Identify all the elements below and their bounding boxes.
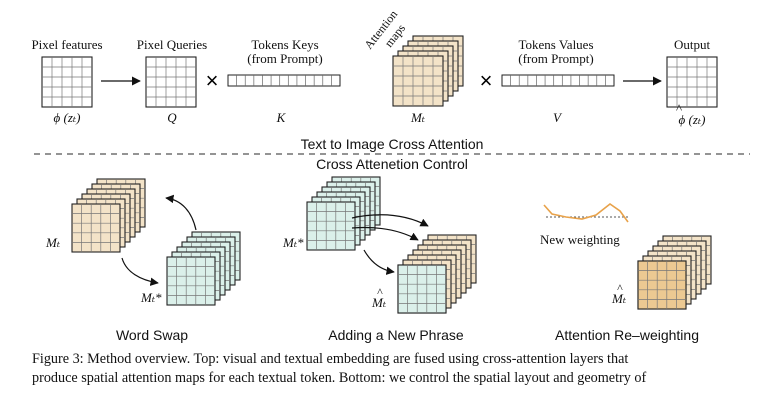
tokens-values-symbol: V bbox=[553, 110, 563, 125]
pixel-features-grid bbox=[41, 56, 93, 108]
new-phrase-source-stack bbox=[306, 176, 381, 251]
method-overview-diagram: Pixel features ϕ (zₜ) Pixel Queries Q × … bbox=[31, 7, 750, 343]
output-hat: ^ bbox=[676, 101, 682, 116]
new-phrase-mhat-hat: ^ bbox=[377, 285, 383, 299]
token-strip-frame bbox=[227, 74, 341, 87]
word-swap-target-stack bbox=[166, 231, 241, 306]
tokens-values-sublabel: (from Prompt) bbox=[518, 51, 593, 66]
tokens-values-label: Tokens Values bbox=[518, 37, 593, 52]
word-swap-source-stack bbox=[71, 178, 146, 253]
output-grid bbox=[666, 56, 718, 108]
tokens-keys-strip bbox=[227, 74, 341, 87]
output-label: Output bbox=[674, 37, 711, 52]
new-phrase-arrow-1 bbox=[351, 214, 429, 227]
grid-frame bbox=[41, 56, 93, 108]
word-swap-arrow-down bbox=[121, 257, 159, 286]
pixel-features-symbol: ϕ (zₜ) bbox=[54, 110, 81, 125]
grid-frame bbox=[637, 260, 687, 310]
caption-line-1: Figure 3: Method overview. Top: visual a… bbox=[32, 351, 629, 367]
reweight-mhat-hat: ^ bbox=[617, 281, 623, 295]
word-swap-title: Word Swap bbox=[116, 327, 188, 343]
pixel-queries-grid bbox=[145, 56, 197, 108]
figure-caption: Figure 3: Method overview. Top: visual a… bbox=[32, 350, 742, 388]
word-swap-mstar-label: Mₜ* bbox=[140, 290, 162, 305]
token-strip-frame bbox=[501, 74, 615, 87]
attention-map-layer bbox=[392, 55, 444, 107]
grid-frame bbox=[666, 56, 718, 108]
new-phrase-new-map bbox=[397, 264, 447, 314]
attention-map-layer bbox=[306, 201, 356, 251]
reweight-front-map bbox=[637, 260, 687, 310]
new-phrase-mhat-label: Mₜ bbox=[371, 295, 387, 310]
pixel-queries-label: Pixel Queries bbox=[137, 37, 207, 52]
attention-map-layer bbox=[166, 256, 216, 306]
pixel-queries-symbol: Q bbox=[167, 110, 177, 125]
grid-frame bbox=[145, 56, 197, 108]
grid-frame bbox=[166, 256, 216, 306]
pixel-features-label: Pixel features bbox=[31, 37, 102, 52]
grid-frame bbox=[306, 201, 356, 251]
multiply-symbol-1: × bbox=[206, 68, 219, 93]
caption-line-2: produce spatial attention maps for each … bbox=[32, 370, 647, 386]
reweight-label: New weighting bbox=[540, 232, 620, 247]
tokens-keys-sublabel: (from Prompt) bbox=[247, 51, 322, 66]
output-symbol: ϕ (zₜ) bbox=[679, 112, 706, 127]
reweight-curve bbox=[543, 203, 629, 223]
attention-map-layer bbox=[71, 203, 121, 253]
reweight-mhat-label: Mₜ bbox=[611, 291, 627, 306]
grid-frame bbox=[392, 55, 444, 107]
new-phrase-title: Adding a New Phrase bbox=[328, 327, 464, 343]
tokens-values-strip bbox=[501, 74, 615, 87]
new-phrase-arrow-3 bbox=[363, 249, 395, 275]
bottom-section-title: Cross Attenetion Control bbox=[316, 156, 468, 172]
attention-maps-stack bbox=[392, 35, 464, 107]
attention-maps-symbol: Mₜ bbox=[410, 110, 426, 125]
top-section-title: Text to Image Cross Attention bbox=[301, 136, 484, 152]
new-phrase-mstar-label: Mₜ* bbox=[282, 235, 304, 250]
tokens-keys-symbol: K bbox=[276, 110, 287, 125]
reweight-title: Attention Re–weighting bbox=[555, 327, 699, 343]
new-phrase-arrow-2 bbox=[351, 226, 419, 241]
word-swap-m-label: Mₜ bbox=[45, 235, 61, 250]
grid-frame bbox=[71, 203, 121, 253]
tokens-keys-label: Tokens Keys bbox=[251, 37, 318, 52]
word-swap-arrow-up bbox=[165, 194, 197, 231]
multiply-symbol-2: × bbox=[480, 68, 493, 93]
grid-frame bbox=[397, 264, 447, 314]
